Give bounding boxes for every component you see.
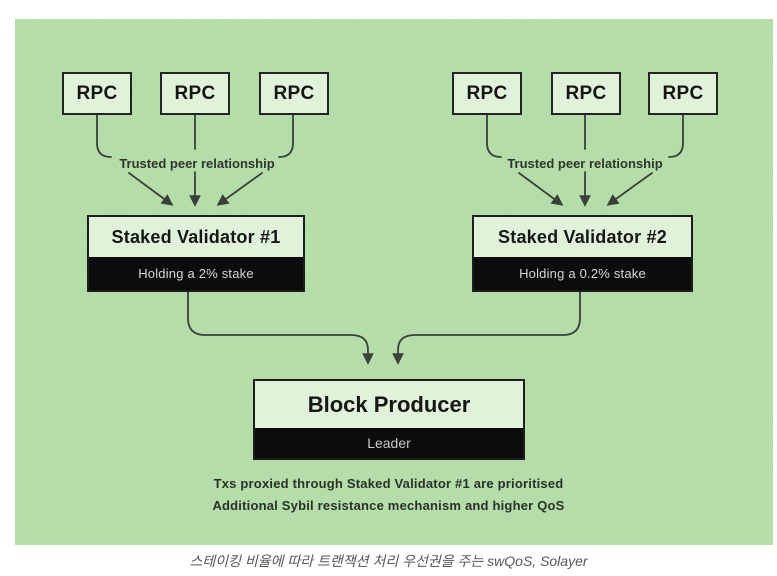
block-producer-title: Block Producer	[307, 391, 471, 417]
note-sybil-resistance: Additional Sybil resistance mechanism an…	[212, 498, 565, 513]
rpc-node-1-label: RPC	[76, 82, 118, 104]
staked-validator-2-title: Staked Validator #2	[498, 226, 667, 247]
staked-validator-2-stake-badge: Holding a 0.2% stake	[474, 257, 691, 290]
image-caption-korean: 스테이킹 비율에 따라 트랜잭션 처리 우선권을 주는 swQoS, Solay…	[189, 553, 588, 569]
rpc-node-4-label: RPC	[466, 82, 508, 104]
block-producer-box: Block Producer Leader	[253, 379, 525, 460]
staked-validator-1-title: Staked Validator #1	[111, 226, 281, 247]
rpc-node-6-label: RPC	[662, 82, 704, 104]
staked-validator-1-stake-badge: Holding a 2% stake	[89, 257, 303, 290]
rpc-node-4: RPC	[452, 72, 522, 115]
rpc-node-5: RPC	[551, 72, 621, 115]
rpc-node-3-label: RPC	[273, 82, 315, 104]
rpc-node-3: RPC	[259, 72, 329, 115]
trusted-peer-label-left: Trusted peer relationship	[119, 156, 275, 171]
rpc-node-6: RPC	[648, 72, 718, 115]
rpc-node-2: RPC	[160, 72, 230, 115]
rpc-node-5-label: RPC	[565, 82, 607, 104]
block-producer-leader-badge: Leader	[255, 428, 523, 458]
rpc-node-1: RPC	[62, 72, 132, 115]
trusted-peer-label-right: Trusted peer relationship	[507, 156, 663, 171]
staked-validator-1-box: Staked Validator #1 Holding a 2% stake	[87, 215, 305, 292]
staked-validator-2-box: Staked Validator #2 Holding a 0.2% stake	[472, 215, 693, 292]
rpc-node-2-label: RPC	[174, 82, 216, 104]
note-prioritised: Txs proxied through Staked Validator #1 …	[213, 476, 564, 491]
